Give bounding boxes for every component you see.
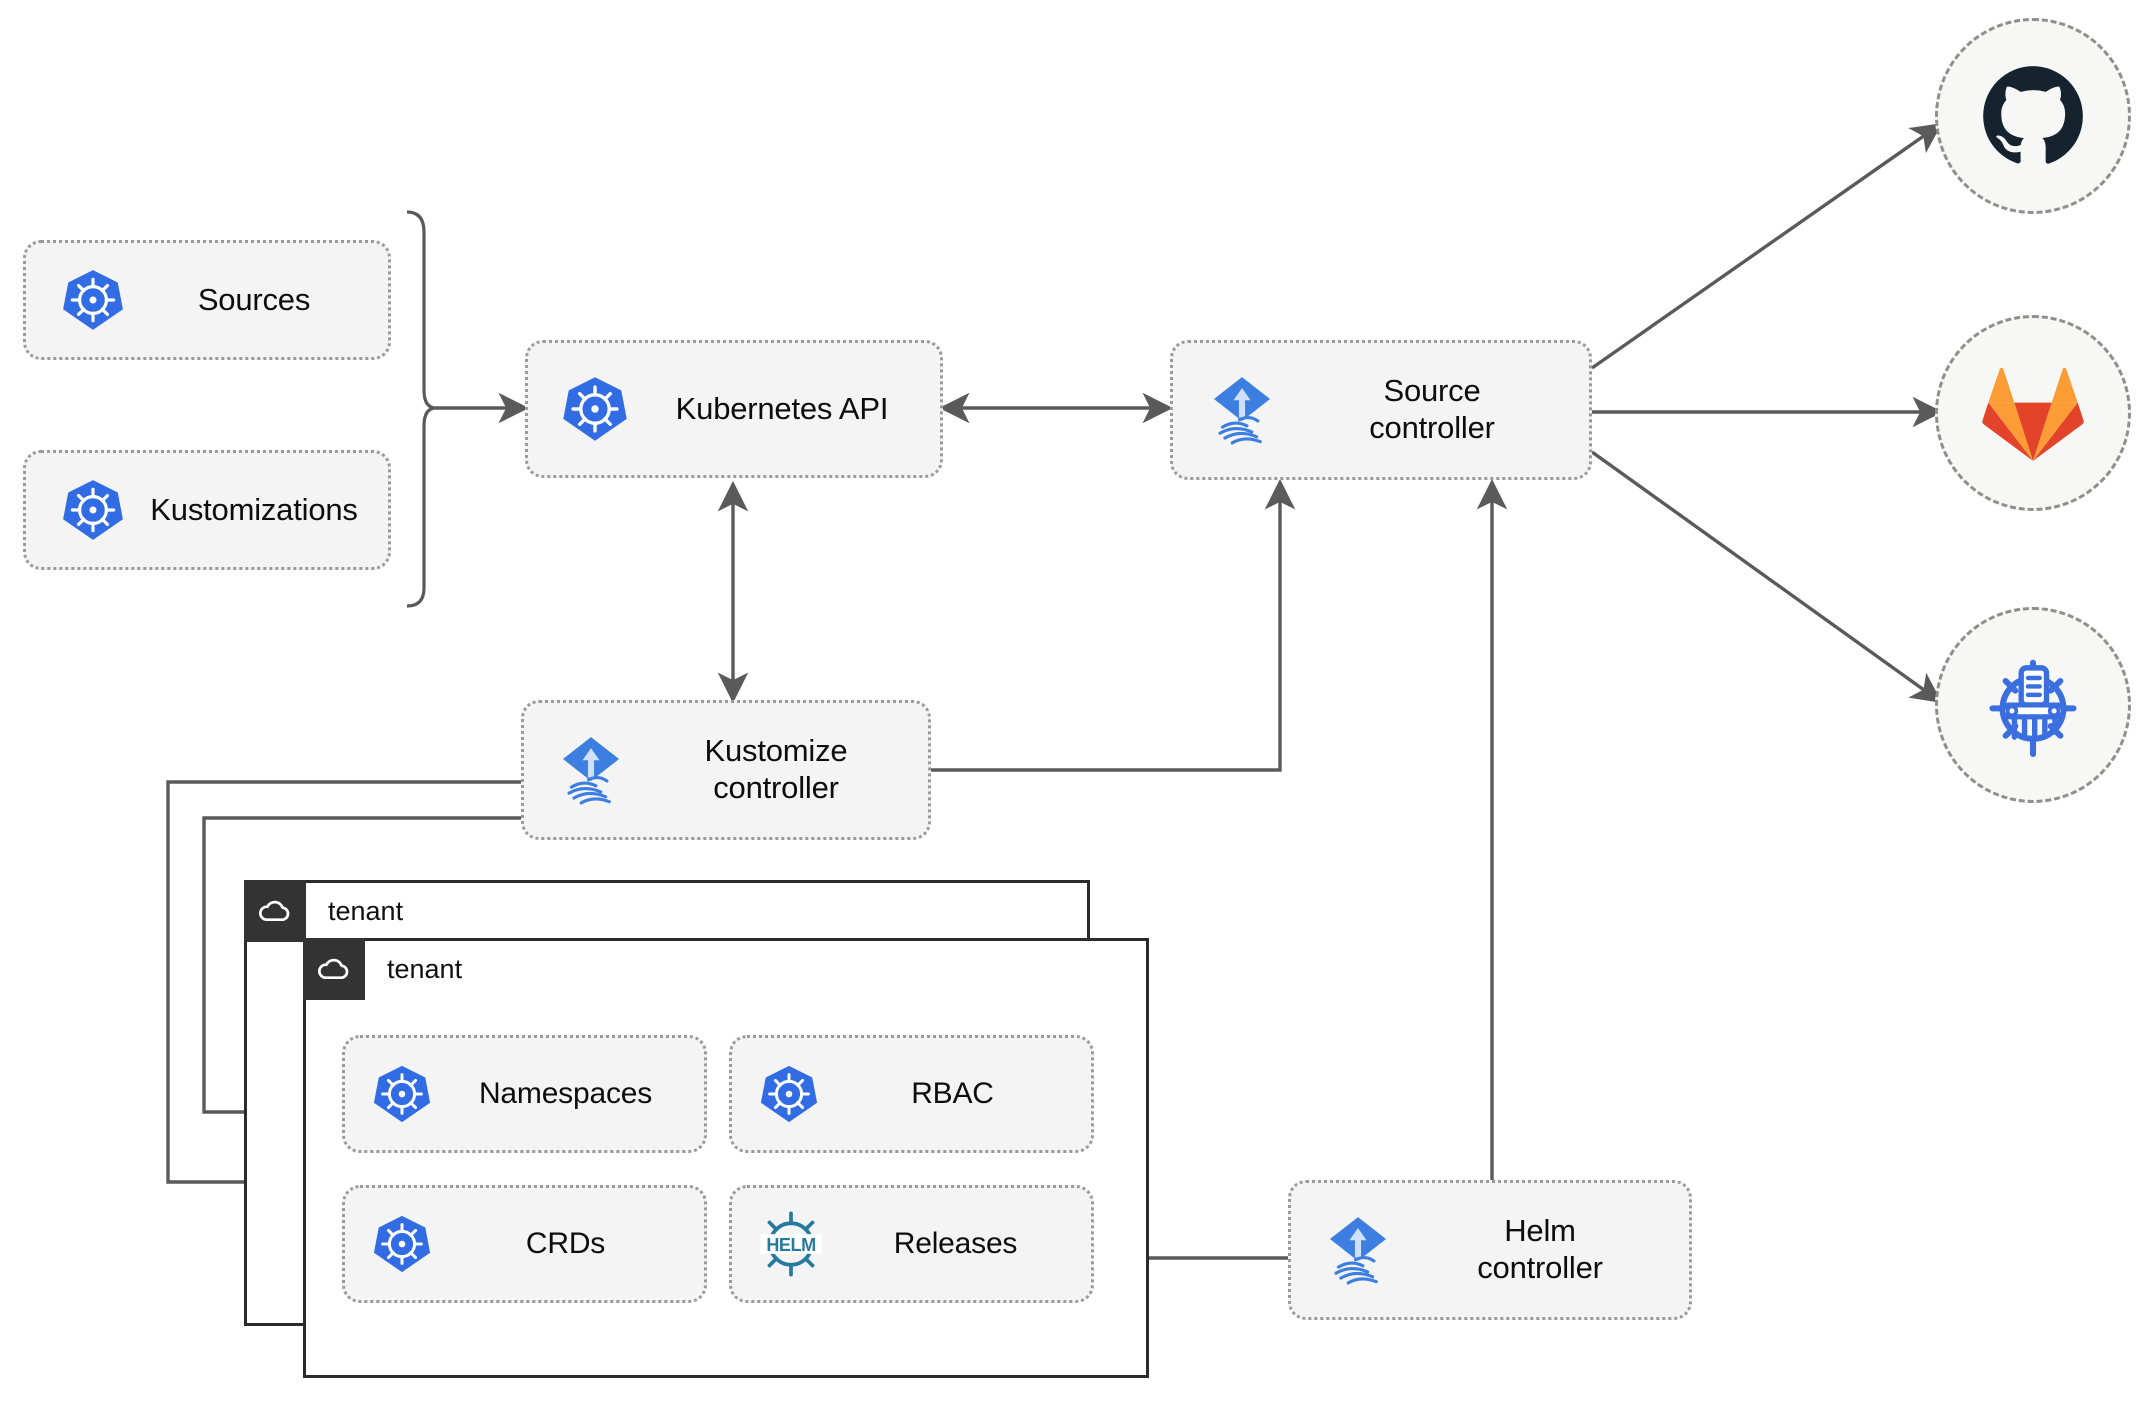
node-kustomizations[interactable]: Kustomizations xyxy=(23,450,391,570)
node-label: Helm controller xyxy=(1477,1213,1603,1285)
node-kubernetes-api[interactable]: Kubernetes API xyxy=(525,340,943,478)
kubernetes-icon xyxy=(758,1063,820,1125)
provider-helm-repository[interactable] xyxy=(1935,607,2131,803)
node-label: Kubernetes API xyxy=(675,390,889,426)
flux-icon xyxy=(552,731,630,809)
node-rbac[interactable]: RBAC xyxy=(729,1035,1094,1153)
provider-github[interactable] xyxy=(1935,18,2131,214)
node-label: Releases xyxy=(893,1227,1018,1261)
tenant-label: tenant xyxy=(328,895,404,926)
kubernetes-icon xyxy=(60,477,126,543)
helm-icon: HELM xyxy=(756,1209,826,1279)
provider-gitlab[interactable] xyxy=(1935,315,2131,511)
node-namespaces[interactable]: Namespaces xyxy=(342,1035,707,1153)
node-label: Kustomize controller xyxy=(704,733,848,805)
node-label: Source controller xyxy=(1369,373,1495,445)
tenant-header: tenant xyxy=(244,880,403,942)
node-releases[interactable]: HELM Releases xyxy=(729,1185,1094,1303)
edge-source-github xyxy=(1591,123,1943,370)
cloud-icon xyxy=(303,938,365,1000)
node-label: RBAC xyxy=(911,1077,994,1111)
kubernetes-icon xyxy=(371,1063,433,1125)
cloud-icon xyxy=(244,880,306,942)
node-label: Sources xyxy=(197,281,311,317)
tenant-header: tenant xyxy=(303,938,462,1000)
node-sources[interactable]: Sources xyxy=(23,240,391,360)
github-icon xyxy=(1983,66,2083,164)
edge-kustomize-source xyxy=(930,478,1296,772)
node-helm-controller[interactable]: Helm controller xyxy=(1288,1180,1692,1320)
helm-repo-icon xyxy=(1989,659,2077,757)
svg-text:HELM: HELM xyxy=(766,1235,815,1255)
gitlab-icon xyxy=(1982,367,2084,461)
node-kustomize-controller[interactable]: Kustomize controller xyxy=(521,700,931,840)
kubernetes-icon xyxy=(371,1213,433,1275)
flux-icon xyxy=(1319,1211,1397,1289)
kubernetes-icon xyxy=(60,267,126,333)
kubernetes-icon xyxy=(560,374,630,444)
node-label: CRDs xyxy=(525,1227,606,1261)
node-label: Namespaces xyxy=(478,1077,653,1111)
edge-source-helmrepo xyxy=(1591,450,1943,703)
flux-icon xyxy=(1203,371,1281,449)
node-source-controller[interactable]: Source controller xyxy=(1170,340,1592,480)
node-crds[interactable]: CRDs xyxy=(342,1185,707,1303)
group-brace xyxy=(406,210,437,608)
node-label: Kustomizations xyxy=(150,491,358,527)
tenant-label: tenant xyxy=(387,953,463,984)
tenant-frame-front: tenant xyxy=(303,938,1149,1378)
